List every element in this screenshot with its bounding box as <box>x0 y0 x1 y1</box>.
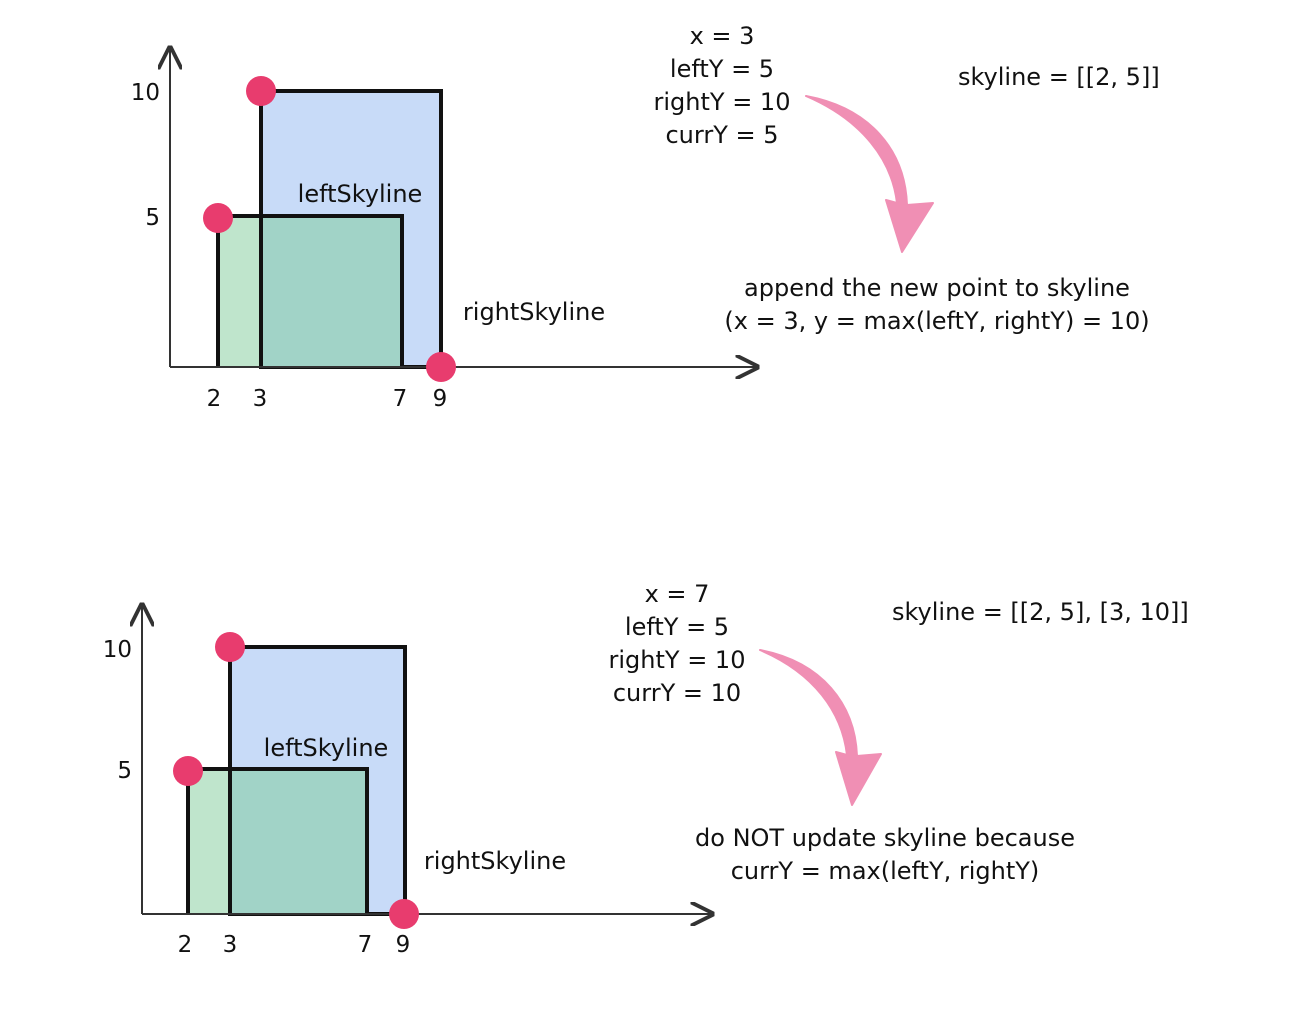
curved-arrow-1 <box>805 95 934 253</box>
note-line: currY = max(leftY, rightY) <box>730 857 1040 885</box>
point-end <box>426 352 456 382</box>
x-tick-7: 7 <box>358 932 373 958</box>
point-10 <box>246 76 276 106</box>
x-tick-3: 3 <box>223 932 238 958</box>
y-tick-10: 10 <box>131 80 160 106</box>
info-line: leftY = 5 <box>669 55 775 83</box>
skyline-value-1: skyline = [[2, 5]] <box>958 63 1160 91</box>
info-line: x = 7 <box>644 580 710 608</box>
left-skyline-outline <box>186 767 369 914</box>
note-line: append the new point to skyline <box>744 274 1130 302</box>
point-end <box>389 899 419 929</box>
x-tick-7: 7 <box>393 386 408 412</box>
info-line: currY = 5 <box>665 121 779 149</box>
left-skyline-label: leftSkyline <box>298 180 423 208</box>
info-block-2: x = 7 leftY = 5 rightY = 10 currY = 10 <box>577 578 777 710</box>
panel-1: 10 5 2 3 7 9 leftSkyline rightSkyline <box>131 48 934 412</box>
point-5 <box>203 203 233 233</box>
note-line: do NOT update skyline because <box>695 824 1075 852</box>
x-tick-9: 9 <box>433 386 448 412</box>
left-skyline-label: leftSkyline <box>264 734 389 762</box>
overlap-rect <box>261 216 402 367</box>
left-skyline-outline <box>216 214 404 367</box>
curved-arrow-2 <box>759 649 882 806</box>
overlap-rect <box>230 769 367 914</box>
skyline-value-2: skyline = [[2, 5], [3, 10]] <box>892 598 1189 626</box>
note-line: (x = 3, y = max(leftY, rightY) = 10) <box>724 307 1150 335</box>
info-line: leftY = 5 <box>624 613 730 641</box>
info-line: rightY = 10 <box>653 88 791 116</box>
right-skyline-label: rightSkyline <box>424 847 566 875</box>
x-tick-2: 2 <box>178 932 193 958</box>
y-tick-5: 5 <box>117 758 132 784</box>
note-block-2: do NOT update skyline because currY = ma… <box>670 822 1100 888</box>
x-tick-2: 2 <box>207 386 222 412</box>
x-tick-3: 3 <box>253 386 268 412</box>
panel-2: 10 5 2 3 7 9 leftSkyline rightSkyline <box>103 605 882 958</box>
info-block-1: x = 3 leftY = 5 rightY = 10 currY = 5 <box>622 20 822 152</box>
point-5 <box>173 756 203 786</box>
info-line: x = 3 <box>689 22 755 50</box>
info-line: rightY = 10 <box>608 646 746 674</box>
info-line: currY = 10 <box>612 679 742 707</box>
y-tick-5: 5 <box>145 205 160 231</box>
note-block-1: append the new point to skyline (x = 3, … <box>700 272 1174 338</box>
point-10 <box>215 632 245 662</box>
y-tick-10: 10 <box>103 637 132 663</box>
x-tick-9: 9 <box>396 932 411 958</box>
right-skyline-label: rightSkyline <box>463 298 605 326</box>
